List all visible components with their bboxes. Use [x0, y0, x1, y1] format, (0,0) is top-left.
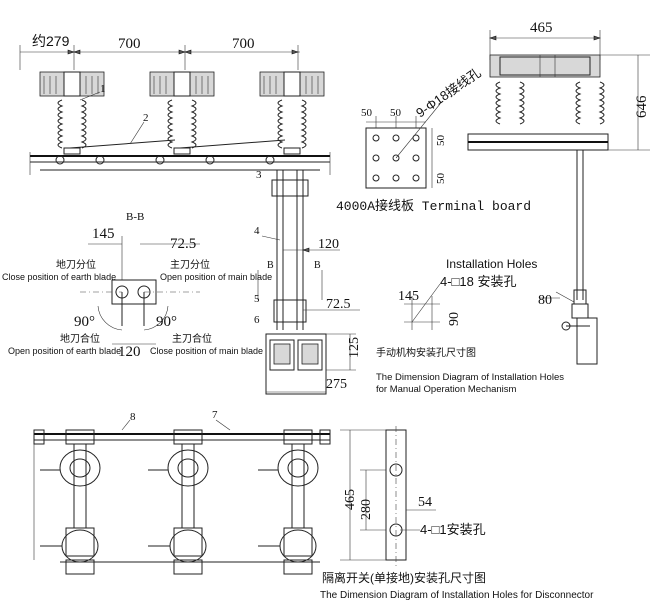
callout-6: 6: [254, 314, 260, 326]
dim-72-5-section: 72.5: [170, 236, 196, 252]
plan-pole-3: [258, 429, 319, 575]
section-mark-b-left: B: [267, 260, 274, 271]
pole-3: [259, 71, 325, 155]
disconnector-caption-en: The Dimension Diagram of Installation Ho…: [320, 590, 594, 601]
dim-80: 80: [538, 293, 552, 308]
main-close-label-cn: 主刀分位: [170, 258, 210, 271]
dim-120-section: 120: [118, 344, 141, 360]
dim-465-disconnector: 465: [343, 489, 358, 510]
plan-view-bottom: 8 7: [33, 409, 331, 575]
earth-close-label-cn: 地刀分位: [56, 258, 96, 271]
dim-span-700-b: 700: [232, 36, 255, 52]
manual-mechanism-holes: Installation Holes 4-□18 安装孔 145 90 手动机构…: [376, 257, 564, 395]
pole-2: [149, 71, 215, 155]
main-close-label-en: Open position of main blade: [160, 272, 272, 282]
dim-465-top: 465: [530, 20, 553, 36]
callout-7: 7: [212, 409, 218, 421]
plan-pole-1: [40, 429, 101, 575]
terminal-holes-label: 9-Φ18接线孔: [413, 65, 483, 121]
operating-shaft: B B 3 4 5 6 120 72.5 125 275: [254, 169, 362, 395]
callout-2: 2: [143, 112, 149, 124]
angle-90-right: 90°: [156, 314, 177, 330]
dim-approx-279: 约279: [32, 33, 70, 49]
main-open-label-cn: 主刀合位: [172, 332, 212, 345]
earth-open-label-cn: 地刀合位: [60, 332, 100, 345]
dim-275: 275: [326, 377, 347, 392]
section-mark-b-right: B: [314, 260, 321, 271]
disconnector-caption-cn: 隔离开关(单接地)安装孔尺寸图: [322, 570, 486, 585]
manual-caption-en-1: The Dimension Diagram of Installation Ho…: [376, 372, 564, 383]
dim-120-shaft: 120: [318, 237, 339, 252]
disconnector-holes: 465 280 54 4-□1安装孔 隔离开关(单接地)安装孔尺寸图 The D…: [320, 426, 594, 601]
earth-open-label-en: Open position of earth blade: [8, 346, 121, 356]
main-open-label-en: Close position of main blade: [150, 346, 263, 356]
install-holes-title: Installation Holes: [446, 257, 537, 271]
callout-5: 5: [254, 293, 260, 305]
dim-90-mech: 90: [447, 312, 462, 326]
callout-4: 4: [254, 225, 260, 237]
dim-terminal-50-d: 50: [435, 173, 447, 185]
angle-90-left: 90°: [74, 314, 95, 330]
dim-54-disconnector: 54: [418, 495, 432, 510]
dim-terminal-50-b: 50: [390, 107, 402, 119]
install-holes-spec: 4-□18 安装孔: [440, 274, 516, 289]
dim-72-5-shaft: 72.5: [326, 297, 351, 312]
dim-646: 646: [634, 95, 650, 118]
dim-280-disconnector: 280: [359, 499, 374, 520]
dim-span-700-a: 700: [118, 36, 141, 52]
manual-caption-en-2: for Manual Operation Mechanism: [376, 384, 517, 395]
dim-145-section: 145: [92, 226, 115, 242]
disconnector-holes-spec: 4-□1安装孔: [420, 522, 486, 537]
side-view: 465 646 80: [467, 20, 650, 365]
earth-close-label-en: Close position of earth blade: [2, 272, 116, 282]
terminal-board-label: 4000A接线板 Terminal board: [336, 198, 531, 214]
manual-caption-cn: 手动机构安装孔尺寸图: [376, 346, 476, 359]
plan-pole-2: [148, 429, 209, 575]
section-title: B-B: [126, 211, 144, 223]
dim-terminal-50-a: 50: [361, 107, 373, 119]
dim-125: 125: [347, 337, 362, 358]
pole-1: [39, 71, 105, 155]
dim-terminal-50-c: 50: [435, 135, 447, 147]
terminal-board-detail: 50 50 50 50 9-Φ18接线孔 4000A接线板 Terminal b…: [336, 65, 531, 214]
callout-8: 8: [130, 411, 136, 423]
callout-1: 1: [100, 83, 106, 95]
front-view-top: 约279 700 700: [19, 33, 331, 175]
section-b-b: B-B 145 72.5 地刀分位 Close position of eart…: [2, 211, 272, 360]
callout-3: 3: [256, 169, 262, 181]
dim-145-mech: 145: [398, 289, 419, 304]
